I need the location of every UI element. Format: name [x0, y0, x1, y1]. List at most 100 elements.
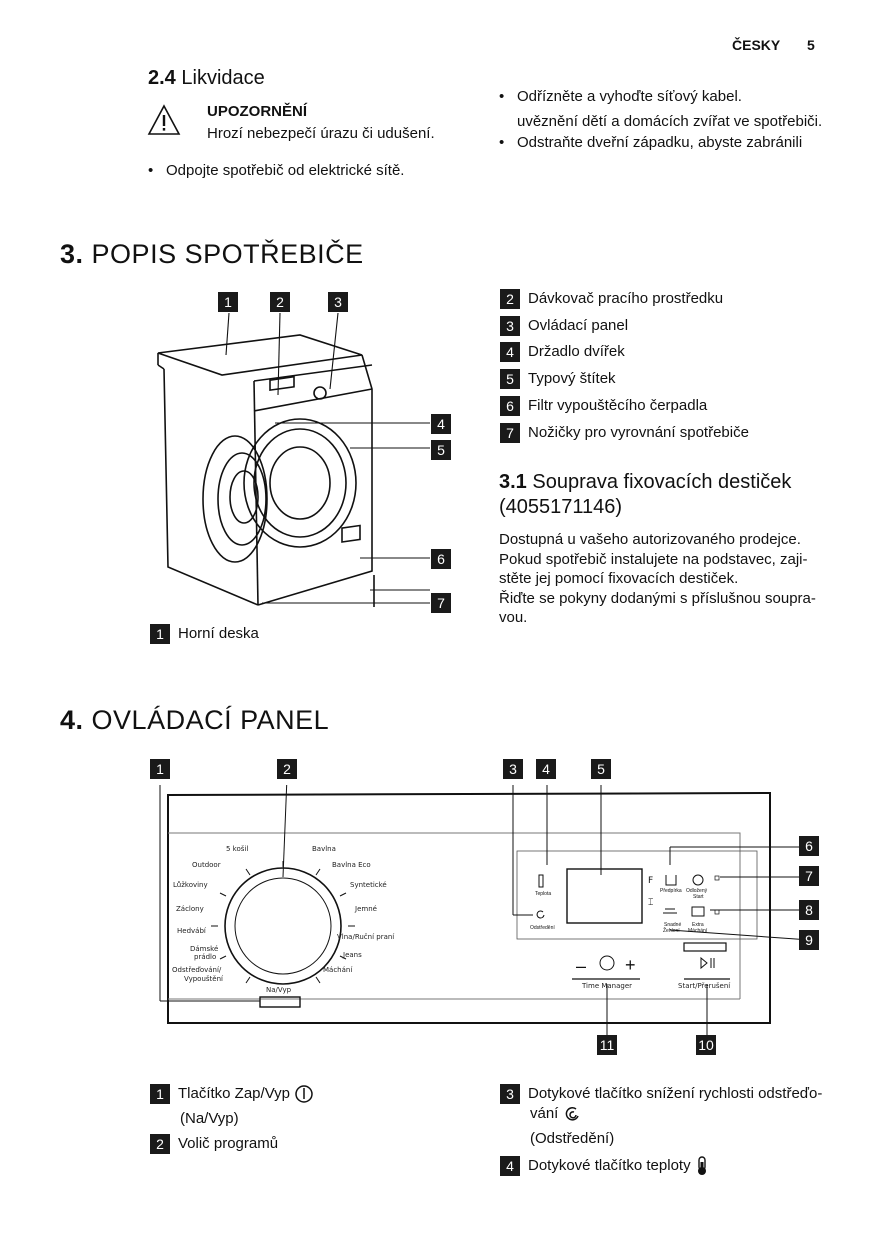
- panel-label: Máchání: [688, 928, 708, 934]
- callout-8: 8: [799, 900, 819, 920]
- program-label: Jeans: [343, 951, 362, 959]
- legend-number: 3: [500, 316, 520, 336]
- panel-label: Předpírka: [660, 888, 682, 894]
- callout-10: 10: [696, 1035, 716, 1055]
- legend-number: 4: [500, 1156, 520, 1176]
- thermometer-icon: [697, 1156, 706, 1175]
- legend-number: 4: [500, 342, 520, 362]
- program-label: Na/Vyp: [266, 986, 292, 994]
- legend-text: (Odstředění): [530, 1130, 615, 1147]
- legend-text: Volič programů: [178, 1134, 279, 1152]
- legend-item: 4 Dotykové tlačítko teploty: [500, 1156, 709, 1176]
- legend-number: 2: [500, 289, 520, 309]
- minus-button[interactable]: –: [576, 956, 587, 976]
- program-label: Dámské: [190, 945, 219, 953]
- callout-3: 3: [503, 759, 523, 779]
- control-panel-illustration: F ⌶: [159, 785, 811, 1037]
- section-3-1-heading: 3.1 Souprava fixovacích destiček (405517…: [499, 470, 791, 520]
- program-label: Záclony: [176, 905, 204, 913]
- legend-text: Dotykové tlačítko teploty: [528, 1156, 691, 1174]
- time-manager-label: Time Manager: [582, 982, 633, 990]
- legend-number: 3: [500, 1084, 520, 1104]
- panel-label: Žehlení: [663, 928, 680, 934]
- callout-2: 2: [277, 759, 297, 779]
- section-number: 3.: [60, 239, 84, 269]
- section-title: Likvidace: [181, 67, 265, 89]
- callout-7: 7: [799, 866, 819, 886]
- program-label: Jemné: [355, 905, 377, 913]
- easy-iron-icon: [663, 908, 677, 914]
- legend-item-cont: vání: [530, 1104, 583, 1124]
- section-number: 2.4: [148, 67, 176, 89]
- program-label: Syntetické: [350, 881, 387, 889]
- legend-text: Nožičky pro vyrovnání spotřebiče: [528, 423, 749, 441]
- panel-label: Extra: [692, 922, 704, 928]
- legend-item: 1 Horní deska: [150, 624, 259, 644]
- svg-text:F: F: [648, 876, 653, 886]
- warning-text: Hrozí nebezpečí úrazu či udušení.: [207, 125, 435, 142]
- callout-4: 4: [536, 759, 556, 779]
- legend-text: vání: [530, 1104, 559, 1122]
- section-title: POPIS SPOTŘEBIČE: [91, 239, 364, 269]
- extra-rinse-icon: [691, 906, 705, 917]
- prewash-icon: [665, 875, 677, 886]
- section-title: OVLÁDACÍ PANEL: [91, 705, 330, 735]
- panel-label: Start: [693, 894, 704, 900]
- callout-7: 7: [431, 593, 451, 613]
- legend-text: Tlačítko Zap/Vyp: [178, 1084, 290, 1102]
- program-label: prádlo: [194, 953, 217, 961]
- callout-5: 5: [591, 759, 611, 779]
- legend-number: 1: [150, 1084, 170, 1104]
- section-3-1-body: Dostupná u vašeho autorizovaného prodejc…: [499, 530, 816, 628]
- section-2-4-heading: 2.4 Likvidace: [148, 67, 265, 90]
- thermometer-icon: [538, 874, 544, 888]
- program-label: Bavlna Eco: [332, 861, 371, 869]
- clock-icon: [692, 874, 704, 886]
- program-label: Vypouštění: [184, 975, 223, 983]
- section-title: Souprava fixovacích destiček: [532, 471, 792, 493]
- legend-text: Horní deska: [178, 624, 259, 642]
- paragraph-line: vou.: [499, 609, 528, 626]
- legend-item: 1 Tlačítko Zap/Vyp: [150, 1084, 314, 1104]
- legend-text: Dávkovač pracího prostředku: [528, 289, 724, 307]
- callout-5: 5: [431, 440, 451, 460]
- callout-2: 2: [270, 292, 290, 312]
- panel-label: Odložený: [686, 888, 708, 894]
- callout-4: 4: [431, 414, 451, 434]
- program-label: Vlna/Ruční praní: [337, 933, 395, 941]
- panel-label: Snadné: [664, 922, 682, 928]
- program-label: Hedvábí: [177, 927, 206, 935]
- callout-6: 6: [431, 549, 451, 569]
- time-manager-icon: [599, 955, 615, 971]
- legend-number: 2: [150, 1134, 170, 1154]
- legend-number: 1: [150, 624, 170, 644]
- paragraph-line: Dostupná u vašeho autorizovaného prodejc…: [499, 531, 801, 548]
- section-3-heading: 3. POPIS SPOTŘEBIČE: [60, 239, 364, 270]
- warning-icon: [147, 104, 181, 135]
- list-item: Odřízněte a vyhoďte síťový kabel.: [499, 86, 875, 107]
- legend-number: 7: [500, 423, 520, 443]
- plus-button[interactable]: +: [625, 955, 636, 975]
- program-label: Outdoor: [192, 861, 221, 869]
- legend-text: Typový štítek: [528, 369, 616, 387]
- panel-label: Teplota: [535, 891, 552, 897]
- legend-item: 2 Volič programů: [150, 1134, 278, 1154]
- program-label: Odstřeďování/: [172, 966, 222, 974]
- section-number: 3.1: [499, 471, 527, 493]
- legend-text: (Na/Vyp): [180, 1110, 239, 1127]
- header-language: ČESKY: [732, 37, 781, 53]
- program-label: Bavlna: [312, 845, 336, 853]
- list-item: Odstraňte dveřní západku, abyste zabráni…: [499, 132, 875, 153]
- callout-1: 1: [150, 759, 170, 779]
- svg-text:⌶: ⌶: [648, 898, 653, 908]
- washing-machine-illustration: [157, 312, 430, 607]
- spin-icon: [565, 1107, 579, 1121]
- section-title-part: (4055171146): [499, 496, 623, 518]
- page-number: 5: [807, 37, 815, 53]
- program-label: Máchání: [323, 966, 353, 974]
- paragraph-line: Pokud spotřebič instalujete na podstavec…: [499, 550, 808, 568]
